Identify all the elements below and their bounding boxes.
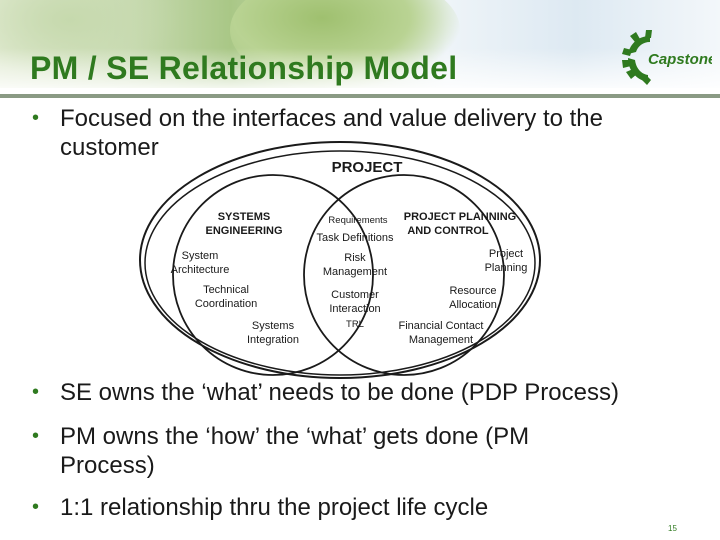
pm-item-project-planning: Project bbox=[489, 248, 523, 260]
bullet-dot: • bbox=[32, 107, 40, 129]
svg-text:Interaction: Interaction bbox=[329, 303, 380, 315]
svg-text:Management: Management bbox=[409, 334, 473, 346]
svg-text:Coordination: Coordination bbox=[195, 298, 257, 310]
pm-title-line1: PROJECT PLANNING bbox=[404, 211, 516, 223]
bullet-dot: • bbox=[32, 381, 40, 403]
pm-item-financial-contact-management: Financial Contact bbox=[399, 320, 484, 332]
capstone-logo-graphic: Capstone bbox=[622, 30, 716, 85]
se-item-systems-integration: Systems bbox=[252, 320, 295, 332]
overlap-risk-management: Risk bbox=[344, 252, 366, 264]
header-banner bbox=[0, 0, 720, 88]
logo-wordmark: Capstone bbox=[648, 51, 712, 68]
overlap-customer-interaction: Customer bbox=[331, 289, 379, 301]
outer-ellipse-inner-ring bbox=[144, 150, 536, 376]
pm-title-line2: AND CONTROL bbox=[407, 225, 489, 237]
se-title-line1: SYSTEMS bbox=[218, 211, 271, 223]
overlap-requirements: Requirements bbox=[328, 215, 387, 226]
svg-text:Management: Management bbox=[323, 266, 387, 278]
bullet-text: SE owns the ‘what’ needs to be done (PDP… bbox=[60, 379, 619, 406]
overlap-trl: TRL bbox=[346, 319, 364, 330]
se-item-system-architecture: System bbox=[182, 250, 219, 262]
title-divider bbox=[0, 94, 720, 98]
svg-text:Integration: Integration bbox=[247, 334, 299, 346]
bullet-text: PM owns the ‘how’ the ‘what’ gets done (… bbox=[60, 423, 530, 479]
banner-fade bbox=[0, 48, 720, 88]
se-item-technical-coordination: Technical bbox=[203, 284, 249, 296]
capstone-logo: Capstone bbox=[620, 30, 716, 86]
svg-text:Allocation: Allocation bbox=[449, 299, 497, 311]
page-number: 15 bbox=[668, 524, 677, 533]
project-label: PROJECT bbox=[332, 159, 403, 176]
circle-project-planning bbox=[303, 174, 505, 376]
se-title-line2: ENGINEERING bbox=[205, 225, 282, 237]
bullet-text: Focused on the interfaces and value deli… bbox=[60, 105, 603, 161]
outer-ellipse-project bbox=[139, 141, 541, 379]
pm-se-venn-diagram: PROJECT SYSTEMS ENGINEERING System Archi… bbox=[138, 138, 543, 382]
bullet-dot: • bbox=[32, 496, 40, 518]
overlap-task-definitions: Task Definitions bbox=[316, 232, 394, 244]
bullet-dot: • bbox=[32, 425, 40, 447]
pm-item-resource-allocation: Resource bbox=[449, 285, 496, 297]
svg-text:Planning: Planning bbox=[485, 262, 528, 274]
slide-title: PM / SE Relationship Model bbox=[30, 50, 458, 86]
bullet-text: 1:1 relationship thru the project life c… bbox=[60, 494, 489, 521]
circle-systems-engineering bbox=[172, 174, 374, 376]
svg-text:Architecture: Architecture bbox=[171, 264, 230, 276]
